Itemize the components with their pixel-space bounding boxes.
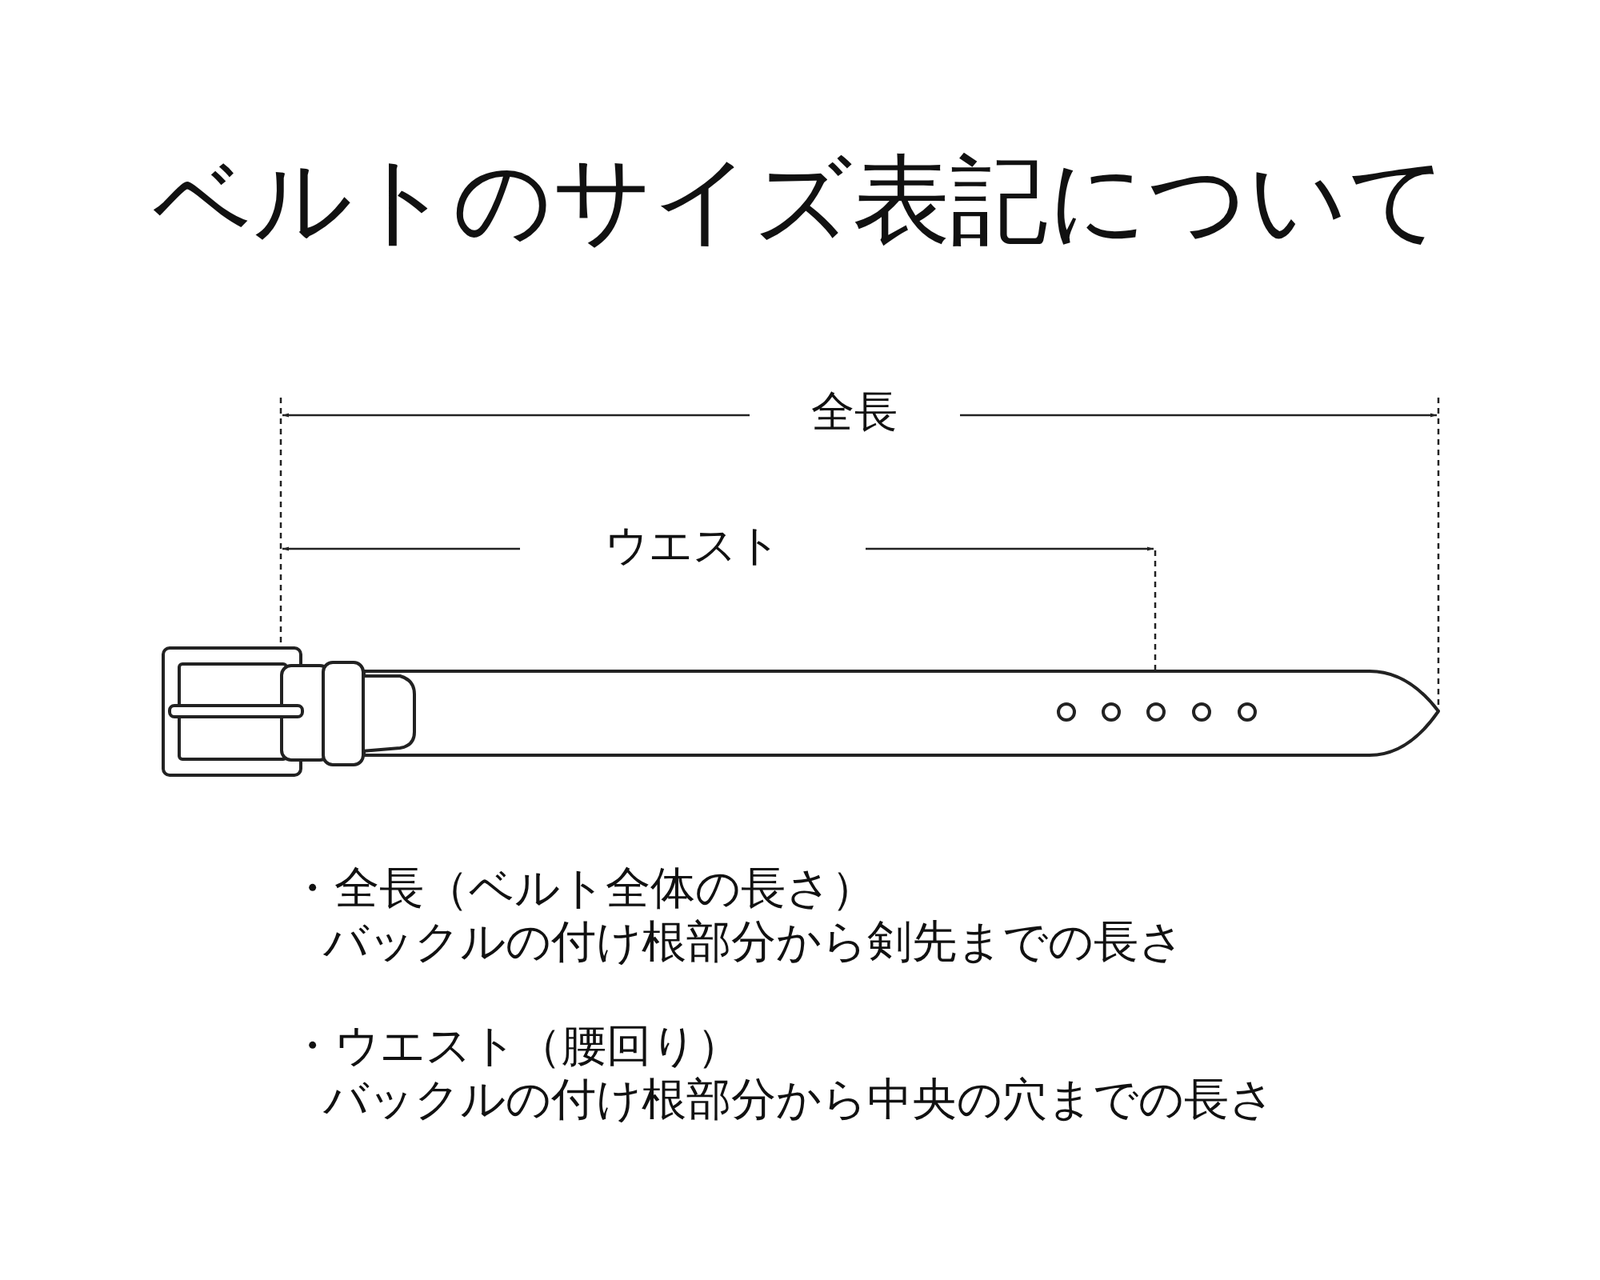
belt-hole [1148,704,1164,720]
buckle-prong [169,705,303,717]
dimension-label: ウエスト [596,520,789,571]
note-heading: ・全長（ベルト全体の長さ） [289,862,876,914]
belt-hole [1193,704,1210,720]
belt-keeper [323,662,364,765]
belt-hole [1058,704,1075,720]
extension-line [1437,397,1440,712]
dimension-line [865,548,1154,551]
extension-line [1154,550,1157,671]
dimension-line [282,548,520,551]
extension-line [280,397,283,650]
dimension-line [282,414,750,417]
dimension-label: 全長 [803,387,906,437]
note-text: バックルの付け根部分から中央の穴までの長さ [323,1073,1275,1125]
note-heading: ・ウエスト（腰回り） [289,1020,742,1072]
note-text: バックルの付け根部分から剣先までの長さ [323,916,1184,968]
belt-hole [1103,704,1120,720]
dimension-line [960,414,1437,417]
belt-hole [1239,704,1256,720]
page-title: ベルトのサイズ表記について [0,144,1600,256]
belt-strap [364,671,1439,756]
